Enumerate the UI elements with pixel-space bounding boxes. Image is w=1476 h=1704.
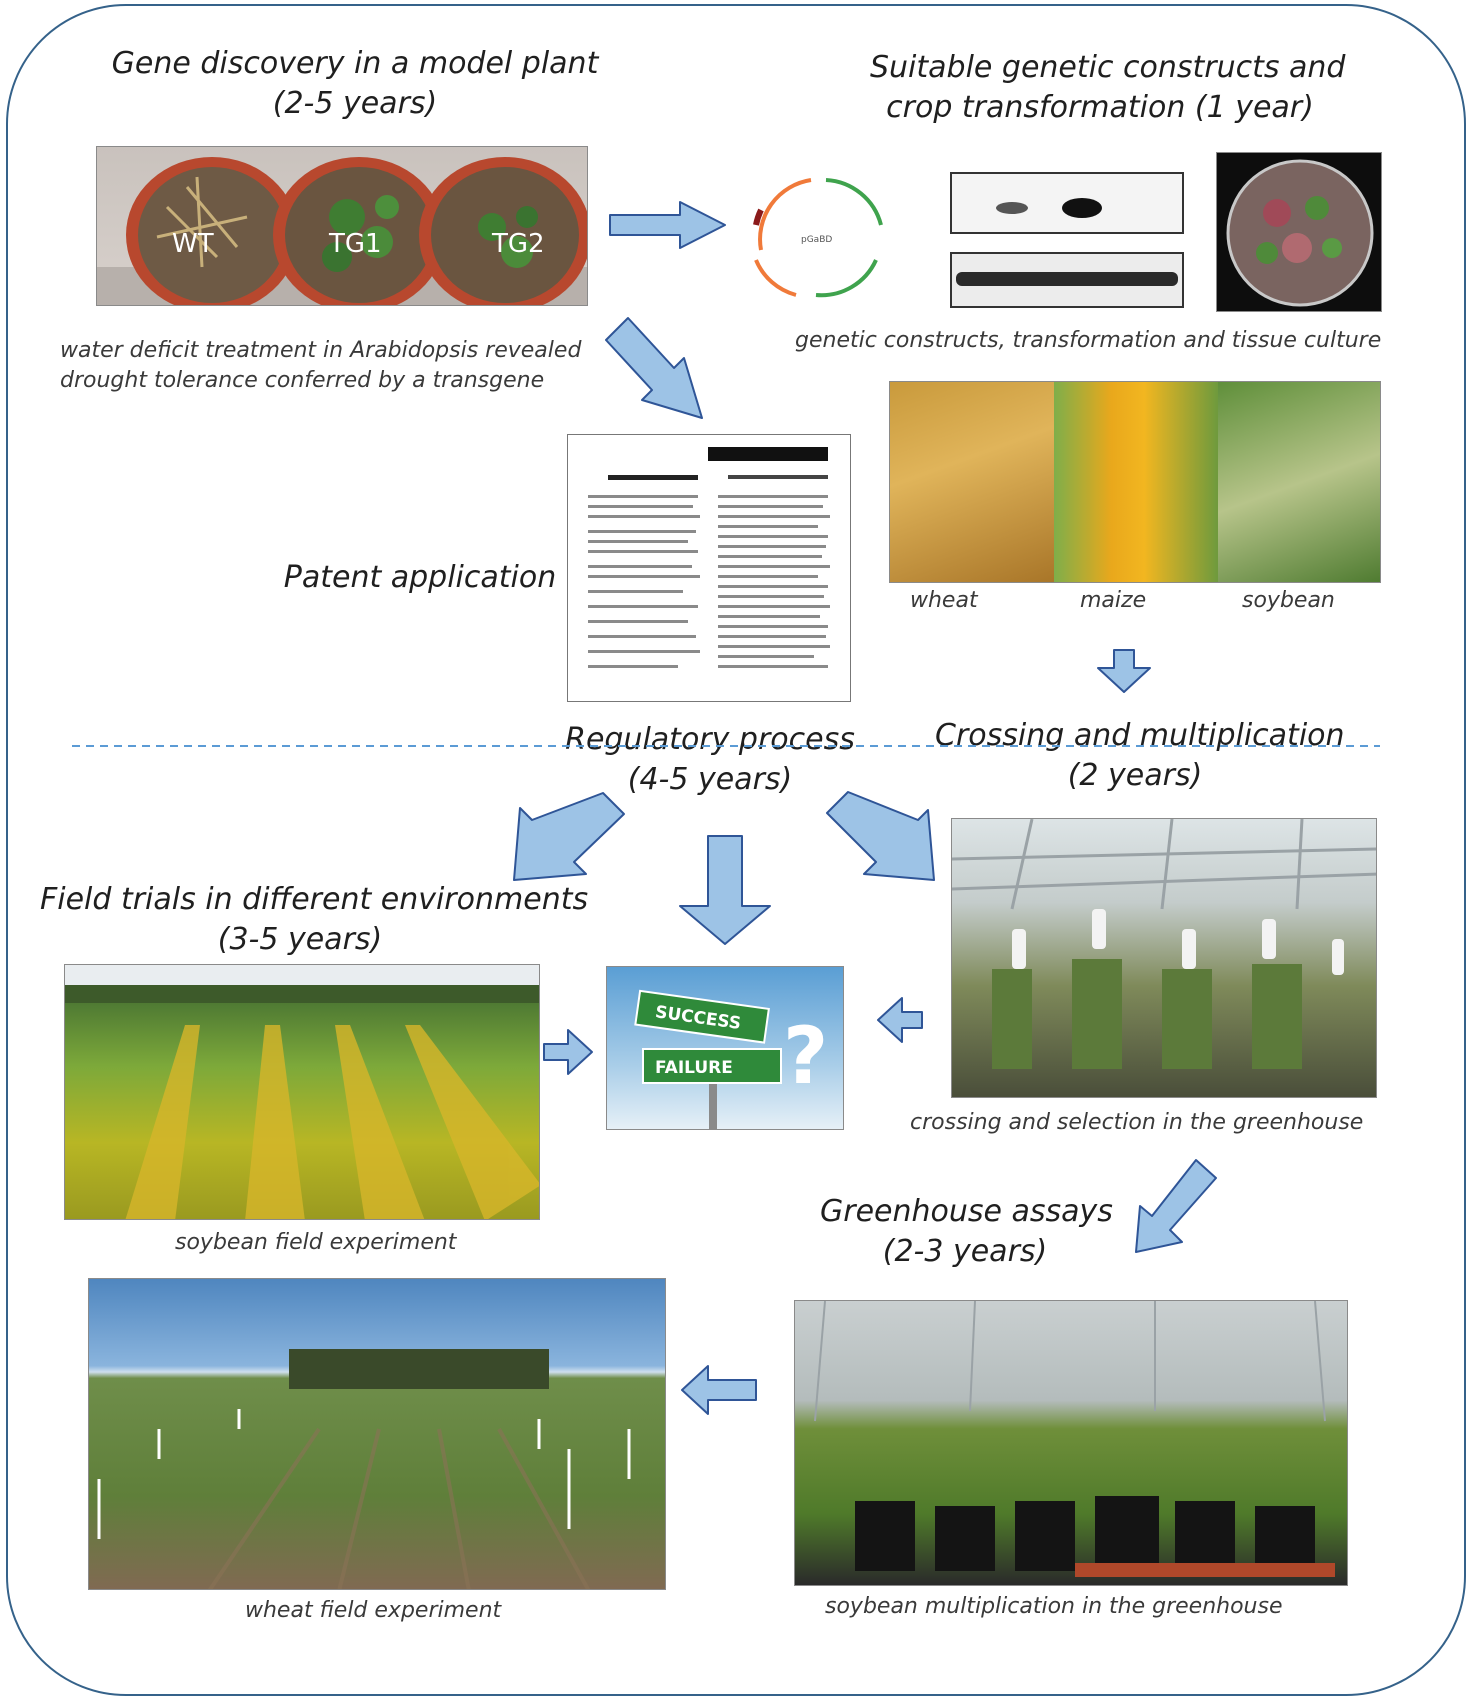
heading-regulatory: Regulatory process (4-5 years) — [560, 720, 860, 800]
wheat-field-illustration — [97, 1349, 631, 1589]
soybean-photo — [1218, 382, 1380, 582]
arrow-right-to-outcome — [543, 1029, 593, 1075]
plasmid-illustration: pGaBD — [753, 178, 883, 298]
caption-wheat: wheat — [910, 588, 978, 613]
caption-soybean-field: soybean field experiment — [175, 1230, 457, 1255]
blot-bands-top — [996, 198, 1102, 218]
patent-document — [567, 434, 851, 702]
plasmid-map: pGaBD — [716, 150, 926, 315]
greenhouse-illustration — [952, 819, 1376, 1069]
wheat-field-photo — [88, 1278, 666, 1590]
sign-question: ? — [783, 1012, 828, 1102]
western-blot-bottom — [950, 252, 1184, 308]
soybean-field-illustration — [65, 985, 539, 1219]
heading-greenhouse: Greenhouse assays (2-3 years) — [820, 1192, 1113, 1272]
caption-water-deficit-line1: water deficit treatment in Arabidopsis r… — [60, 338, 582, 363]
tissue-culture-photo — [1216, 152, 1382, 312]
heading-crossing-title: Crossing and multiplication — [935, 718, 1345, 753]
sign-illustration: SUCCESS FAILURE ? — [634, 989, 828, 1129]
patent-text-illustration — [588, 447, 830, 668]
blot-bands-bottom — [956, 272, 1178, 286]
wheat-photo — [890, 382, 1054, 582]
heading-greenhouse-title: Greenhouse assays — [820, 1194, 1113, 1229]
heading-gene-discovery: Gene discovery in a model plant (2-5 yea… — [100, 44, 610, 124]
heading-crossing-years: (2 years) — [1067, 758, 1203, 793]
heading-field-trials-years: (3-5 years) — [217, 922, 383, 957]
caption-wheat-field: wheat field experiment — [245, 1598, 502, 1623]
pot-label-wt: WT — [172, 229, 214, 259]
heading-field-trials-title: Field trials in different environments — [40, 882, 589, 917]
sign-failure: FAILURE — [655, 1058, 733, 1078]
arrow-down-left-to-field — [513, 792, 625, 881]
caption-soybean: soybean — [1242, 588, 1335, 613]
western-blot-top — [950, 172, 1184, 234]
arrow-down-to-crossing — [1097, 649, 1151, 693]
arrow-down-to-outcome — [679, 835, 771, 945]
caption-water-deficit-line2: drought tolerance conferred by a transge… — [60, 368, 545, 393]
outer-rounded-frame — [6, 4, 1466, 1696]
caption-constructs: genetic constructs, transformation and t… — [795, 328, 1382, 353]
soybean-field-photo — [64, 964, 540, 1220]
arrow-down-left-to-greenhouse-assays — [1135, 1159, 1217, 1253]
arrow-left-to-outcome — [877, 997, 923, 1043]
heading-patent: Patent application — [283, 560, 557, 595]
crops-photo — [889, 381, 1381, 583]
arabidopsis-pots-photo: WT TG1 TG2 — [96, 146, 588, 306]
petri-dish-illustration — [1226, 159, 1374, 307]
heading-gene-discovery-title: Gene discovery in a model plant — [111, 46, 599, 81]
heading-constructs: Suitable genetic constructs and crop tra… — [870, 48, 1346, 128]
heading-field-trials: Field trials in different environments (… — [40, 880, 589, 960]
heading-greenhouse-years: (2-3 years) — [882, 1234, 1048, 1269]
pot-label-tg1: TG1 — [328, 229, 382, 259]
heading-constructs-line2: crop transformation (1 year) — [886, 90, 1314, 125]
plasmid-name: pGaBD — [801, 235, 832, 245]
caption-maize: maize — [1080, 588, 1147, 613]
arrow-down-right-to-patent — [605, 317, 703, 419]
arrow-left-to-wheat-field — [681, 1365, 757, 1415]
heading-gene-discovery-years: (2-5 years) — [272, 86, 438, 121]
caption-water-deficit: water deficit treatment in Arabidopsis r… — [60, 336, 581, 396]
heading-regulatory-years: (4-5 years) — [627, 762, 793, 797]
maize-photo — [1054, 382, 1218, 582]
pot-label-tg2: TG2 — [491, 229, 545, 259]
caption-soybean-multiplication: soybean multiplication in the greenhouse — [825, 1594, 1283, 1619]
caption-crossing-selection: crossing and selection in the greenhouse — [910, 1110, 1364, 1135]
heading-constructs-line1: Suitable genetic constructs and — [870, 50, 1346, 85]
heading-regulatory-title: Regulatory process — [565, 722, 855, 757]
arrow-down-right-to-greenhouse — [826, 791, 935, 881]
heading-crossing: Crossing and multiplication (2 years) — [935, 716, 1345, 796]
soybean-greenhouse-photo — [794, 1300, 1348, 1586]
success-failure-sign: SUCCESS FAILURE ? — [606, 966, 844, 1130]
greenhouse-crossing-photo — [951, 818, 1377, 1098]
greenhouse-pots-illustration — [814, 1301, 1335, 1577]
pots-illustration: WT TG1 TG2 — [97, 157, 587, 305]
arrow-right-to-constructs — [609, 201, 726, 249]
